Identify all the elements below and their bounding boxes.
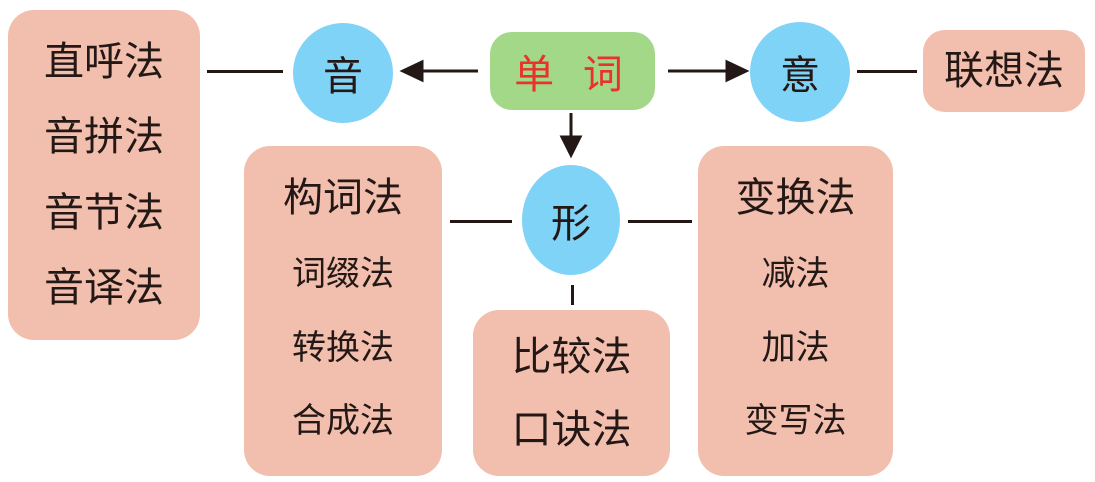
- meaning-method-item: 联想法: [944, 48, 1064, 94]
- form-right-method-item: 减法: [761, 254, 830, 295]
- form-label: 形: [551, 201, 591, 247]
- form-right-method-item: 变写法: [744, 401, 847, 442]
- sound-method-item: 直呼法: [44, 38, 164, 85]
- sound-connector-line: [207, 70, 283, 73]
- arrow-to-meaning-head: [725, 59, 750, 83]
- form-left-methods-box: 构词法 词缀法 转换法 合成法: [244, 146, 442, 476]
- sound-label: 音: [323, 54, 363, 100]
- form-left-connector-line: [450, 220, 512, 223]
- transform-method-title: 变换法: [735, 174, 856, 221]
- form-left-method-item: 转换法: [292, 327, 394, 368]
- meaning-connector-line: [857, 70, 917, 73]
- sound-method-item: 音译法: [44, 265, 164, 312]
- meaning-methods-box: 联想法: [923, 30, 1085, 112]
- center-word-box: 单 词: [490, 32, 655, 110]
- form-right-method-item: 加法: [761, 327, 830, 368]
- sound-methods-box: 直呼法 音拼法 音节法 音译法: [8, 10, 200, 340]
- form-left-method-item: 合成法: [292, 401, 394, 442]
- form-circle: 形: [522, 165, 620, 275]
- arrow-to-sound-head: [399, 59, 424, 83]
- sound-method-item: 音拼法: [44, 114, 164, 161]
- meaning-circle: 意: [750, 22, 850, 122]
- form-bottom-method-item: 比较法: [511, 333, 632, 380]
- form-bottom-methods-box: 比较法 口诀法: [473, 310, 670, 476]
- form-left-method-item: 词缀法: [292, 254, 394, 295]
- form-right-connector-line: [628, 220, 692, 223]
- form-bottom-connector-line: [571, 285, 574, 305]
- meaning-label: 意: [780, 53, 820, 99]
- sound-circle: 音: [293, 23, 393, 123]
- form-right-methods-box: 变换法 减法 加法 变写法: [698, 146, 893, 476]
- sound-method-item: 音节法: [44, 189, 164, 236]
- form-bottom-method-item: 口诀法: [511, 406, 632, 453]
- arrow-to-form-head: [559, 135, 583, 159]
- compound-method-title: 构词法: [283, 174, 403, 221]
- center-word-label: 单 词: [514, 52, 631, 98]
